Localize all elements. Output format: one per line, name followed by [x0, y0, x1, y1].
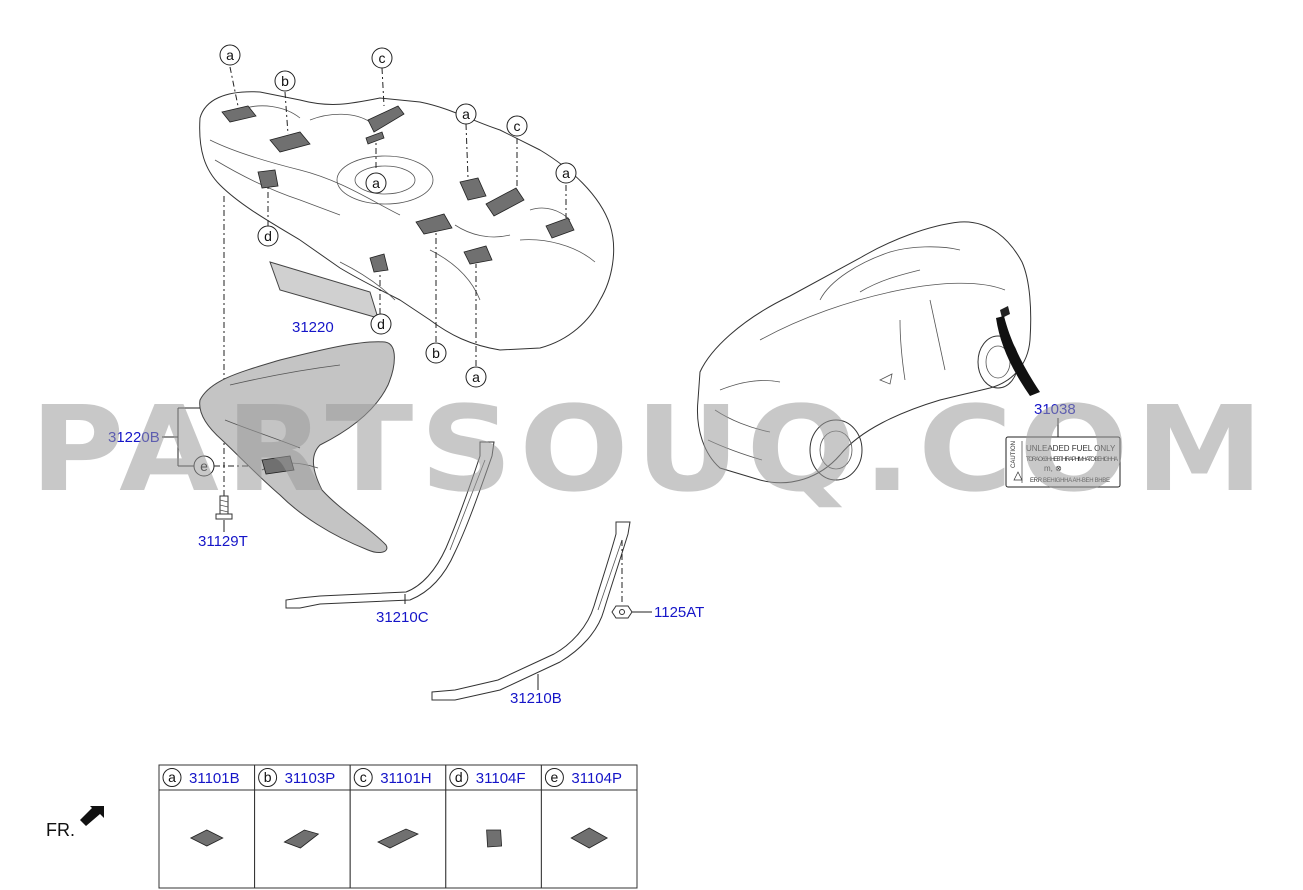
svg-text:a: a [226, 47, 234, 63]
callout-a-5: a [465, 366, 487, 388]
legend-pad-icon [377, 828, 419, 849]
orientation-label: FR. [46, 820, 75, 840]
heat-protector-shield[interactable] [199, 341, 395, 553]
legend-pad-icon [570, 827, 609, 849]
tank-strap-31210c[interactable] [285, 441, 495, 609]
part-label-31038[interactable]: 31038 [1034, 401, 1076, 418]
legend-letter: a [168, 769, 176, 785]
legend-cell-b[interactable]: b 31103P [254, 764, 351, 889]
tank-leader-lines [214, 66, 567, 510]
callout-c-2: c [506, 115, 528, 137]
legend-pad-icon [486, 829, 503, 848]
callout-b-1: b [274, 70, 296, 92]
legend-cell-c[interactable]: c 31101H [349, 764, 447, 889]
part-label-31220B[interactable]: 31220B [108, 429, 160, 446]
callout-b-2: b [425, 342, 447, 364]
svg-text:b: b [432, 345, 440, 361]
svg-text:a: a [372, 175, 380, 191]
legend-letter: e [551, 769, 559, 785]
callout-a-2: a [365, 172, 387, 194]
front-direction-indicator: FR. [46, 806, 104, 840]
legend-part-number[interactable]: 31101B [189, 770, 240, 787]
heat-protector-pad[interactable] [269, 261, 379, 319]
legend-cell-a[interactable]: a 31101B [158, 764, 256, 889]
legend-part-number[interactable]: 31104P [571, 770, 622, 787]
fuel-caution-label[interactable]: CAUTION UNLEADED FUEL ONLY TORAO 63H HEB… [1005, 436, 1121, 488]
callout-d-1: d [257, 225, 279, 247]
svg-text:m, ⊗: m, ⊗ [1044, 464, 1062, 473]
callout-a-3: a [455, 103, 477, 125]
bolt-icon[interactable] [215, 495, 233, 520]
legend-letter: d [455, 769, 463, 785]
svg-text:c: c [379, 50, 386, 66]
svg-text:e: e [200, 458, 208, 474]
legend-cell-d[interactable]: d 31104F [445, 764, 542, 889]
tank-strap-31210b[interactable] [431, 521, 631, 701]
svg-text:a: a [462, 106, 470, 122]
svg-text:CAUTION: CAUTION [1011, 441, 1017, 468]
nut-icon[interactable] [611, 605, 633, 619]
callout-a-1: a [219, 44, 241, 66]
legend-pad-icon [189, 829, 224, 847]
svg-text:UNLEADED FUEL ONLY: UNLEADED FUEL ONLY [1026, 444, 1116, 453]
bracket-line-31220B [162, 407, 200, 467]
legend-part-number[interactable]: 31103P [285, 770, 336, 787]
part-label-31210C[interactable]: 31210C [376, 609, 429, 626]
svg-text:d: d [264, 228, 272, 244]
tank-pads [221, 105, 575, 273]
front-arrow-icon [80, 806, 104, 826]
callout-d-2: d [370, 313, 392, 335]
svg-text:a: a [562, 165, 570, 181]
legend-part-number[interactable]: 31101H [380, 770, 431, 787]
legend-letter: b [264, 769, 272, 785]
part-label-31210B[interactable]: 31210B [510, 690, 562, 707]
svg-text:TORAO 63H HEBTHIRAPHIMHATO BEH: TORAO 63H HEBTHIRAPHIMHATO BEHIGHHA [1026, 457, 1118, 463]
legend-part-number[interactable]: 31104F [476, 770, 526, 787]
svg-text:b: b [281, 73, 289, 89]
legend-pad-icon [283, 829, 320, 849]
callout-c-1: c [371, 47, 393, 69]
part-label-1125AT[interactable]: 1125AT [654, 604, 704, 621]
legend-letter: c [360, 769, 367, 785]
car-illustration [696, 221, 1040, 484]
svg-text:a: a [472, 369, 480, 385]
callout-e-1: e [193, 455, 215, 477]
callout-a-4: a [555, 162, 577, 184]
legend-table: a 31101B b 31103P c 31101H d 31104F e 31104P [158, 764, 638, 889]
fuel-tank-illustration [199, 91, 615, 351]
svg-text:ERR BEHIGHHA AH-BEH BHBE: ERR BEHIGHHA AH-BEH BHBE [1030, 478, 1110, 484]
legend-cell-e[interactable]: e 31104P [540, 764, 638, 889]
part-label-31220[interactable]: 31220 [292, 319, 334, 336]
svg-text:c: c [514, 118, 521, 134]
watermark-text: PARTSOUQ.COM [30, 380, 1270, 518]
svg-text:d: d [377, 316, 385, 332]
part-label-31129T[interactable]: 31129T [198, 533, 248, 550]
